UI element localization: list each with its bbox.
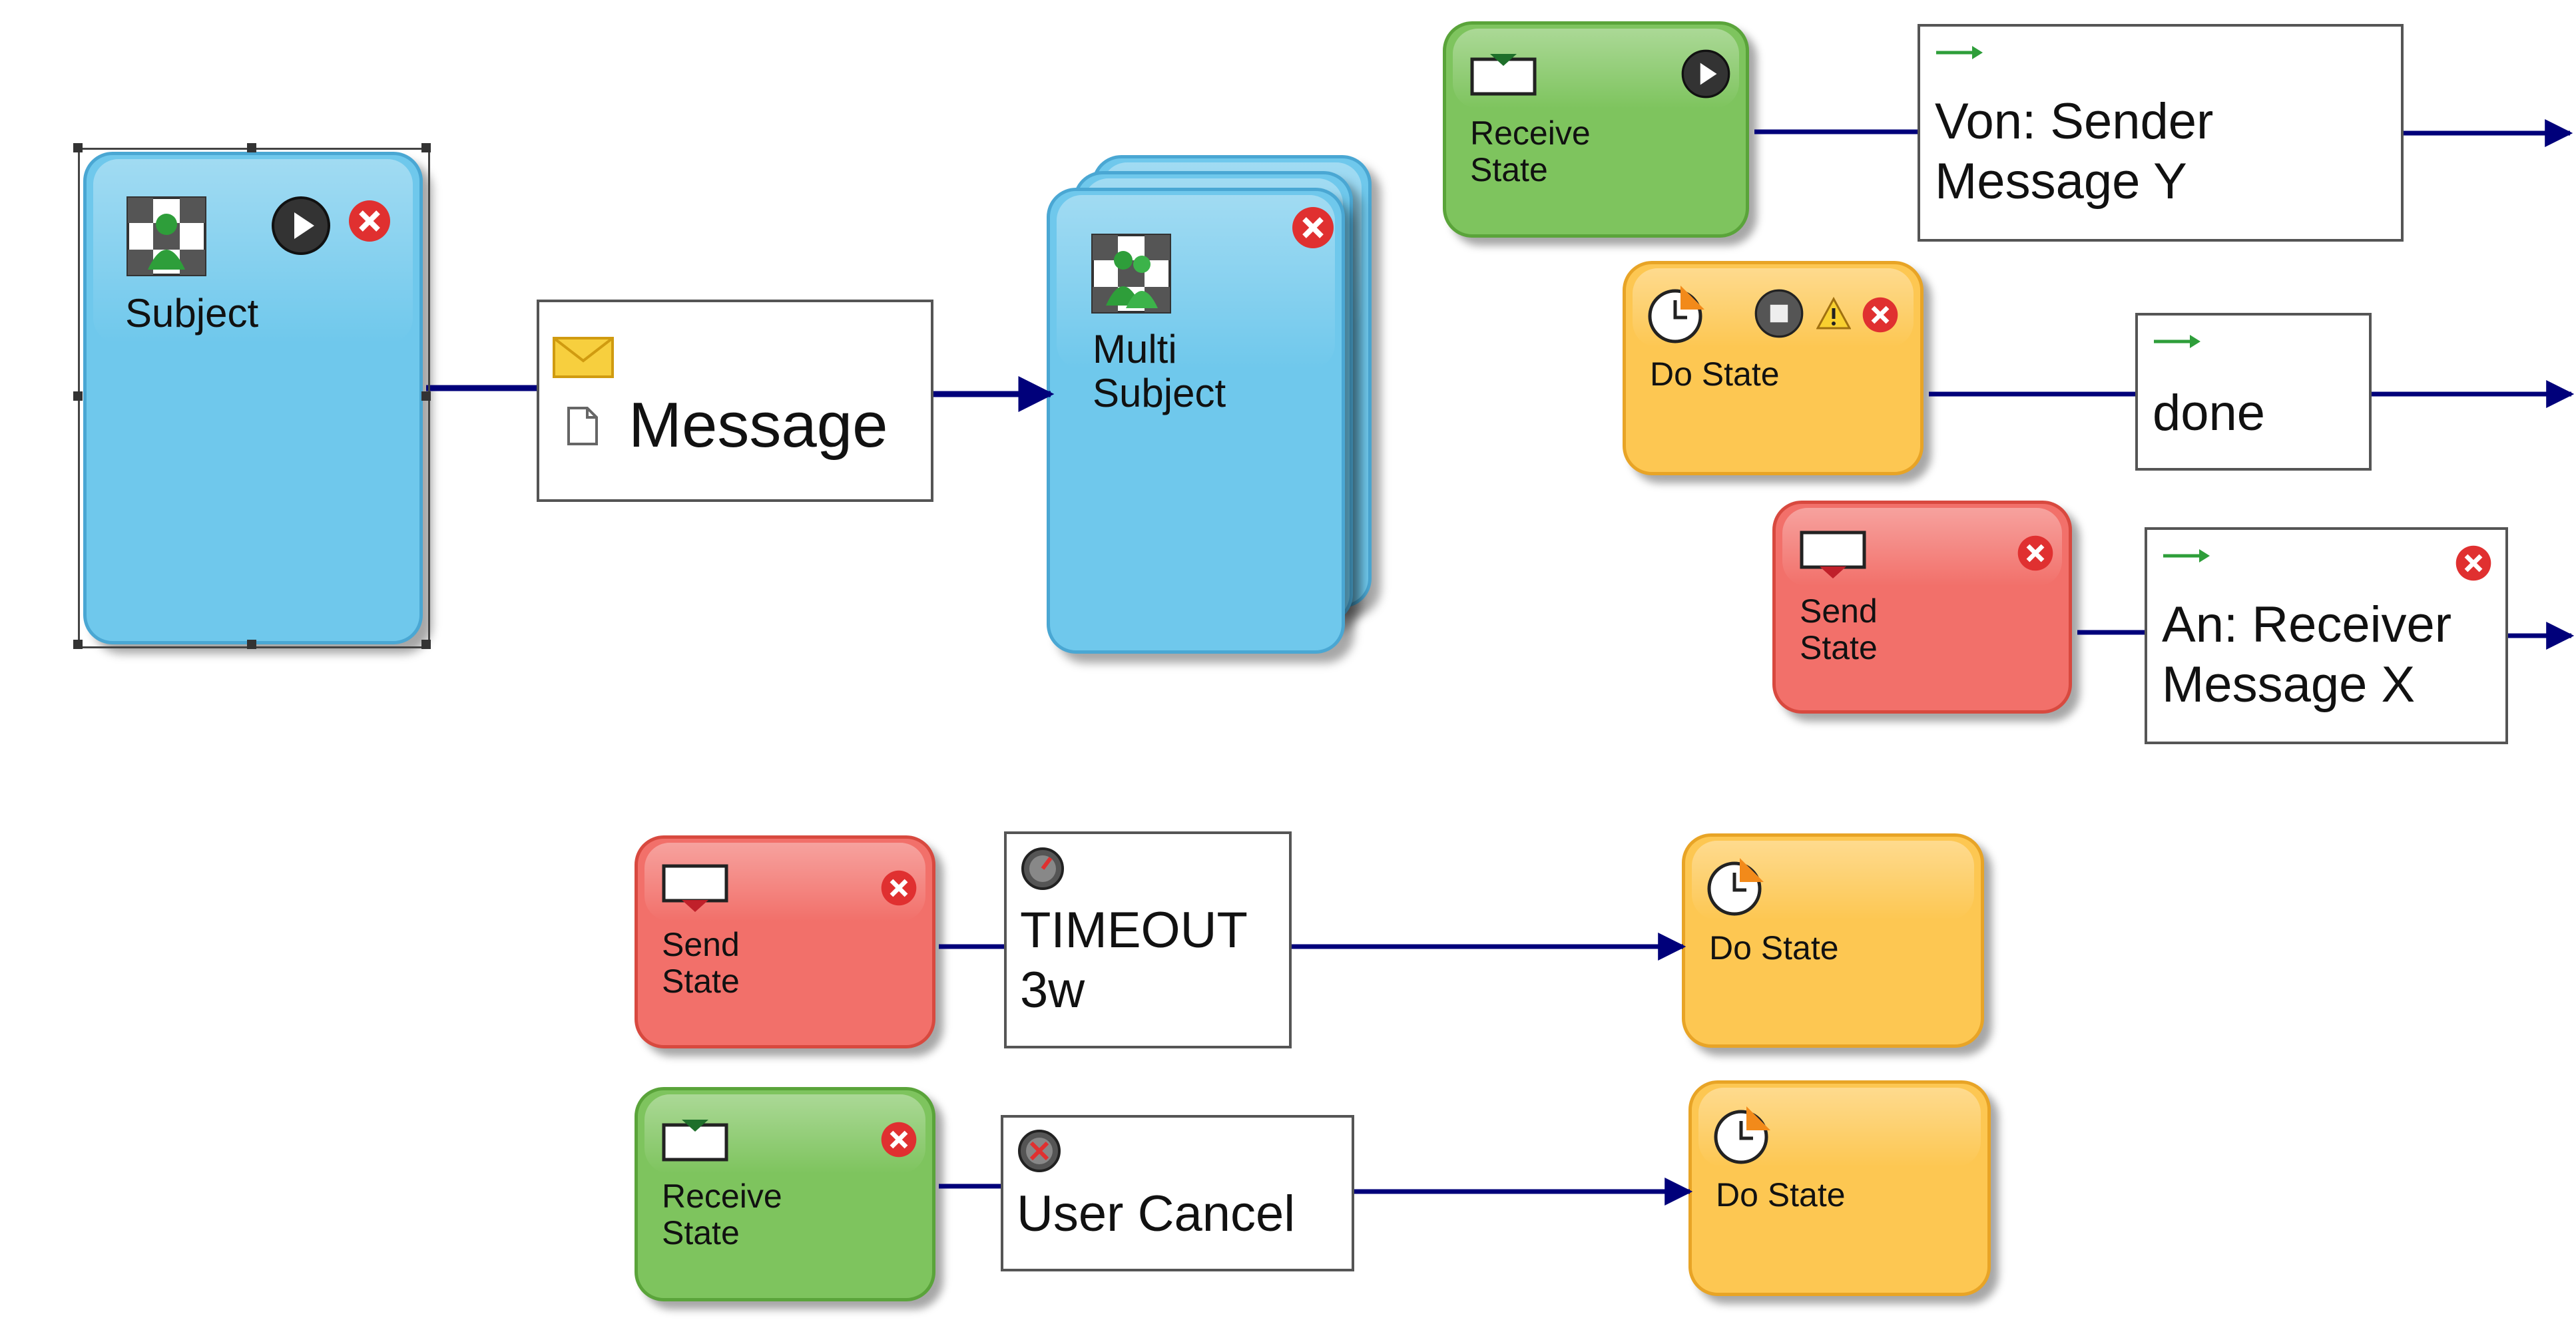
green-arrow-icon bbox=[1936, 46, 1983, 59]
close-icon[interactable] bbox=[1862, 296, 1899, 333]
selection-handle[interactable] bbox=[421, 391, 431, 401]
send-state-node[interactable]: Send State bbox=[1772, 501, 2072, 714]
timer-icon bbox=[1021, 847, 1064, 890]
selection-handle[interactable] bbox=[247, 143, 256, 152]
selection-handle[interactable] bbox=[421, 640, 431, 649]
selection-frame bbox=[78, 148, 430, 648]
send-outbox-icon bbox=[1800, 531, 1866, 578]
an-receiver-message-label: An: Receiver Message X bbox=[2162, 596, 2452, 713]
timeout-label: TIMEOUT 3w bbox=[1020, 902, 1248, 1018]
done-message-box[interactable]: done bbox=[2135, 313, 2372, 471]
von-sender-message-box[interactable]: Von: Sender Message Y bbox=[1918, 24, 2404, 242]
multi-subject-people-icon bbox=[1091, 234, 1171, 314]
user-cancel-icon bbox=[1018, 1130, 1061, 1172]
selection-handle[interactable] bbox=[247, 640, 256, 649]
green-arrow-icon bbox=[2154, 335, 2200, 348]
timeout-box[interactable]: TIMEOUT 3w bbox=[1004, 831, 1292, 1048]
close-icon[interactable] bbox=[2017, 535, 2054, 572]
subject-node[interactable]: Subject bbox=[83, 152, 423, 644]
do-state-timeout-target-node[interactable]: Do State bbox=[1682, 833, 1984, 1048]
von-sender-message-label: Von: Sender Message Y bbox=[1935, 93, 2214, 210]
an-receiver-message-box[interactable]: An: Receiver Message X bbox=[2145, 527, 2508, 744]
receive-state-label: Receive State bbox=[1470, 114, 1591, 188]
receive-inbox-icon bbox=[1470, 54, 1537, 96]
send-state-label: Send State bbox=[1800, 592, 1878, 666]
user-cancel-label: User Cancel bbox=[1017, 1186, 1296, 1242]
multi-subject-label: Multi Subject bbox=[1093, 327, 1226, 415]
do-state-label: Do State bbox=[1709, 929, 1839, 967]
send-state-label: Send State bbox=[662, 926, 740, 1000]
close-icon[interactable] bbox=[880, 869, 917, 907]
selection-handle[interactable] bbox=[421, 143, 431, 152]
selection-handle[interactable] bbox=[73, 640, 83, 649]
send-outbox-icon bbox=[662, 864, 728, 912]
do-state-node[interactable]: Do State bbox=[1623, 261, 1924, 475]
message-box[interactable]: Message bbox=[537, 300, 933, 502]
receive-state-cancel-node[interactable]: Receive State bbox=[635, 1087, 935, 1301]
do-state-cancel-target-node[interactable]: Do State bbox=[1688, 1080, 1991, 1296]
close-icon[interactable] bbox=[880, 1121, 917, 1158]
close-icon[interactable] bbox=[348, 199, 391, 243]
send-state-timeout-node[interactable]: Send State bbox=[635, 835, 935, 1048]
warning-icon bbox=[1816, 296, 1851, 330]
start-play-icon[interactable] bbox=[270, 195, 332, 256]
close-icon[interactable] bbox=[1291, 206, 1335, 250]
close-icon[interactable] bbox=[2455, 545, 2492, 582]
start-play-icon[interactable] bbox=[1680, 49, 1731, 99]
selection-handle[interactable] bbox=[73, 391, 83, 401]
envelope-icon bbox=[553, 337, 614, 378]
selection-handle[interactable] bbox=[73, 143, 83, 152]
document-icon bbox=[567, 407, 598, 445]
receive-state-node[interactable]: Receive State bbox=[1443, 21, 1749, 238]
clock-icon bbox=[1707, 858, 1764, 916]
receive-inbox-icon bbox=[662, 1120, 728, 1162]
do-state-label: Do State bbox=[1716, 1176, 1846, 1214]
multi-subject-node[interactable]: Multi Subject bbox=[1047, 188, 1345, 654]
subject-person-icon bbox=[127, 196, 206, 276]
clock-icon bbox=[1714, 1106, 1770, 1164]
clock-icon bbox=[1648, 286, 1704, 343]
message-label: Message bbox=[629, 389, 888, 461]
user-cancel-box[interactable]: User Cancel bbox=[1001, 1115, 1354, 1271]
receive-state-label: Receive State bbox=[662, 1178, 782, 1251]
green-arrow-icon bbox=[2163, 549, 2210, 562]
subject-label: Subject bbox=[125, 291, 259, 335]
done-message-label: done bbox=[2153, 385, 2266, 441]
end-stop-icon[interactable] bbox=[1754, 288, 1804, 339]
do-state-label: Do State bbox=[1650, 355, 1780, 393]
